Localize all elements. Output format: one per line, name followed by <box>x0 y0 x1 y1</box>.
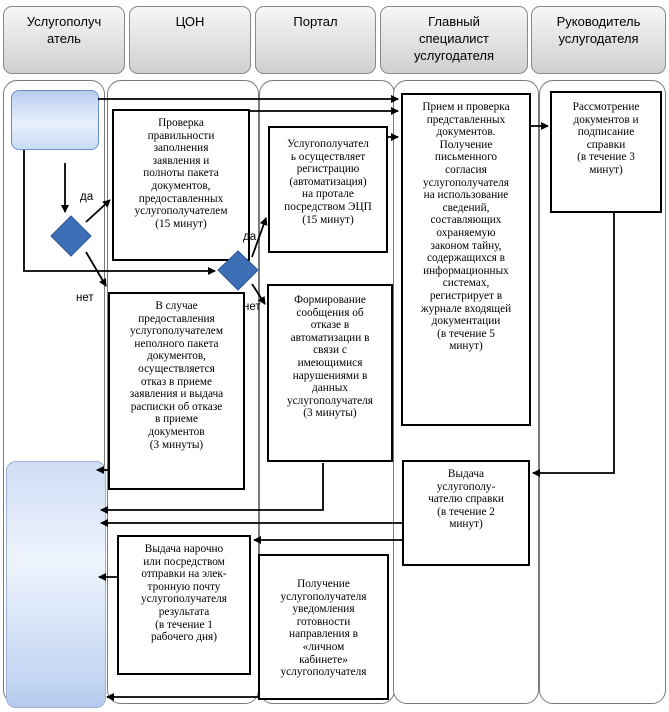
lane-title-portal: Портал <box>293 14 338 29</box>
arrow-decision2-no <box>251 283 266 305</box>
end-event <box>6 461 106 708</box>
lane-header-con: ЦОН <box>129 6 251 74</box>
arrow-decision1-yes <box>85 199 111 223</box>
lane-title-head: Руководитель услугодателя <box>556 14 641 46</box>
lane-header-head: Руководитель услугодателя <box>531 6 666 74</box>
con-refusal-box: В случае предоставления услугополучателе… <box>108 292 245 490</box>
lane-header-portal: Портал <box>255 6 376 74</box>
con-issue-box: Выдача нарочно или посредством отправки … <box>117 535 251 675</box>
chief-receive-box: Прием и проверка представленных документ… <box>401 93 531 426</box>
decision-diamond-1 <box>50 215 92 257</box>
decision-1-no-label: нет <box>76 292 94 304</box>
chief-issue-box: Выдача услугополу- чателю справки (в теч… <box>402 460 530 566</box>
portal-register-box: Услугополучател ь осуществляет регистрац… <box>268 126 388 253</box>
lane-title-con: ЦОН <box>175 14 205 29</box>
arrow-head-to-chief-issue <box>532 213 615 477</box>
lane-header-applicant: Услугополуч атель <box>3 6 125 74</box>
arrow-applicant-to-decision2 <box>23 150 216 275</box>
lane-title-chief-specialist: Главный специалист услугодателя <box>413 14 495 63</box>
portal-notice-box: Получение услугополучателя уведомления г… <box>258 554 389 700</box>
arrow-portal-refusal-to-end <box>100 463 324 514</box>
decision-2-yes-label: да <box>243 231 257 243</box>
start-event <box>11 90 99 150</box>
con-check-box: Проверка правильности заполнения заявлен… <box>112 109 250 261</box>
decision-1-yes-label: да <box>80 191 94 203</box>
arrow-decision1-no <box>85 251 107 287</box>
decision-diamond-2 <box>217 250 259 291</box>
lane-header-chief-specialist: Главный специалист услугодателя <box>380 6 528 74</box>
arrow-decision2-yes <box>251 217 268 258</box>
decision-2-no-label: нет <box>243 301 261 313</box>
portal-refusal-msg-box: Формирование сообщения об отказе в автом… <box>267 284 393 462</box>
head-review-box: Рассмотрение документов и подписание спр… <box>550 91 662 213</box>
lane-title-applicant: Услугополуч атель <box>26 14 102 46</box>
